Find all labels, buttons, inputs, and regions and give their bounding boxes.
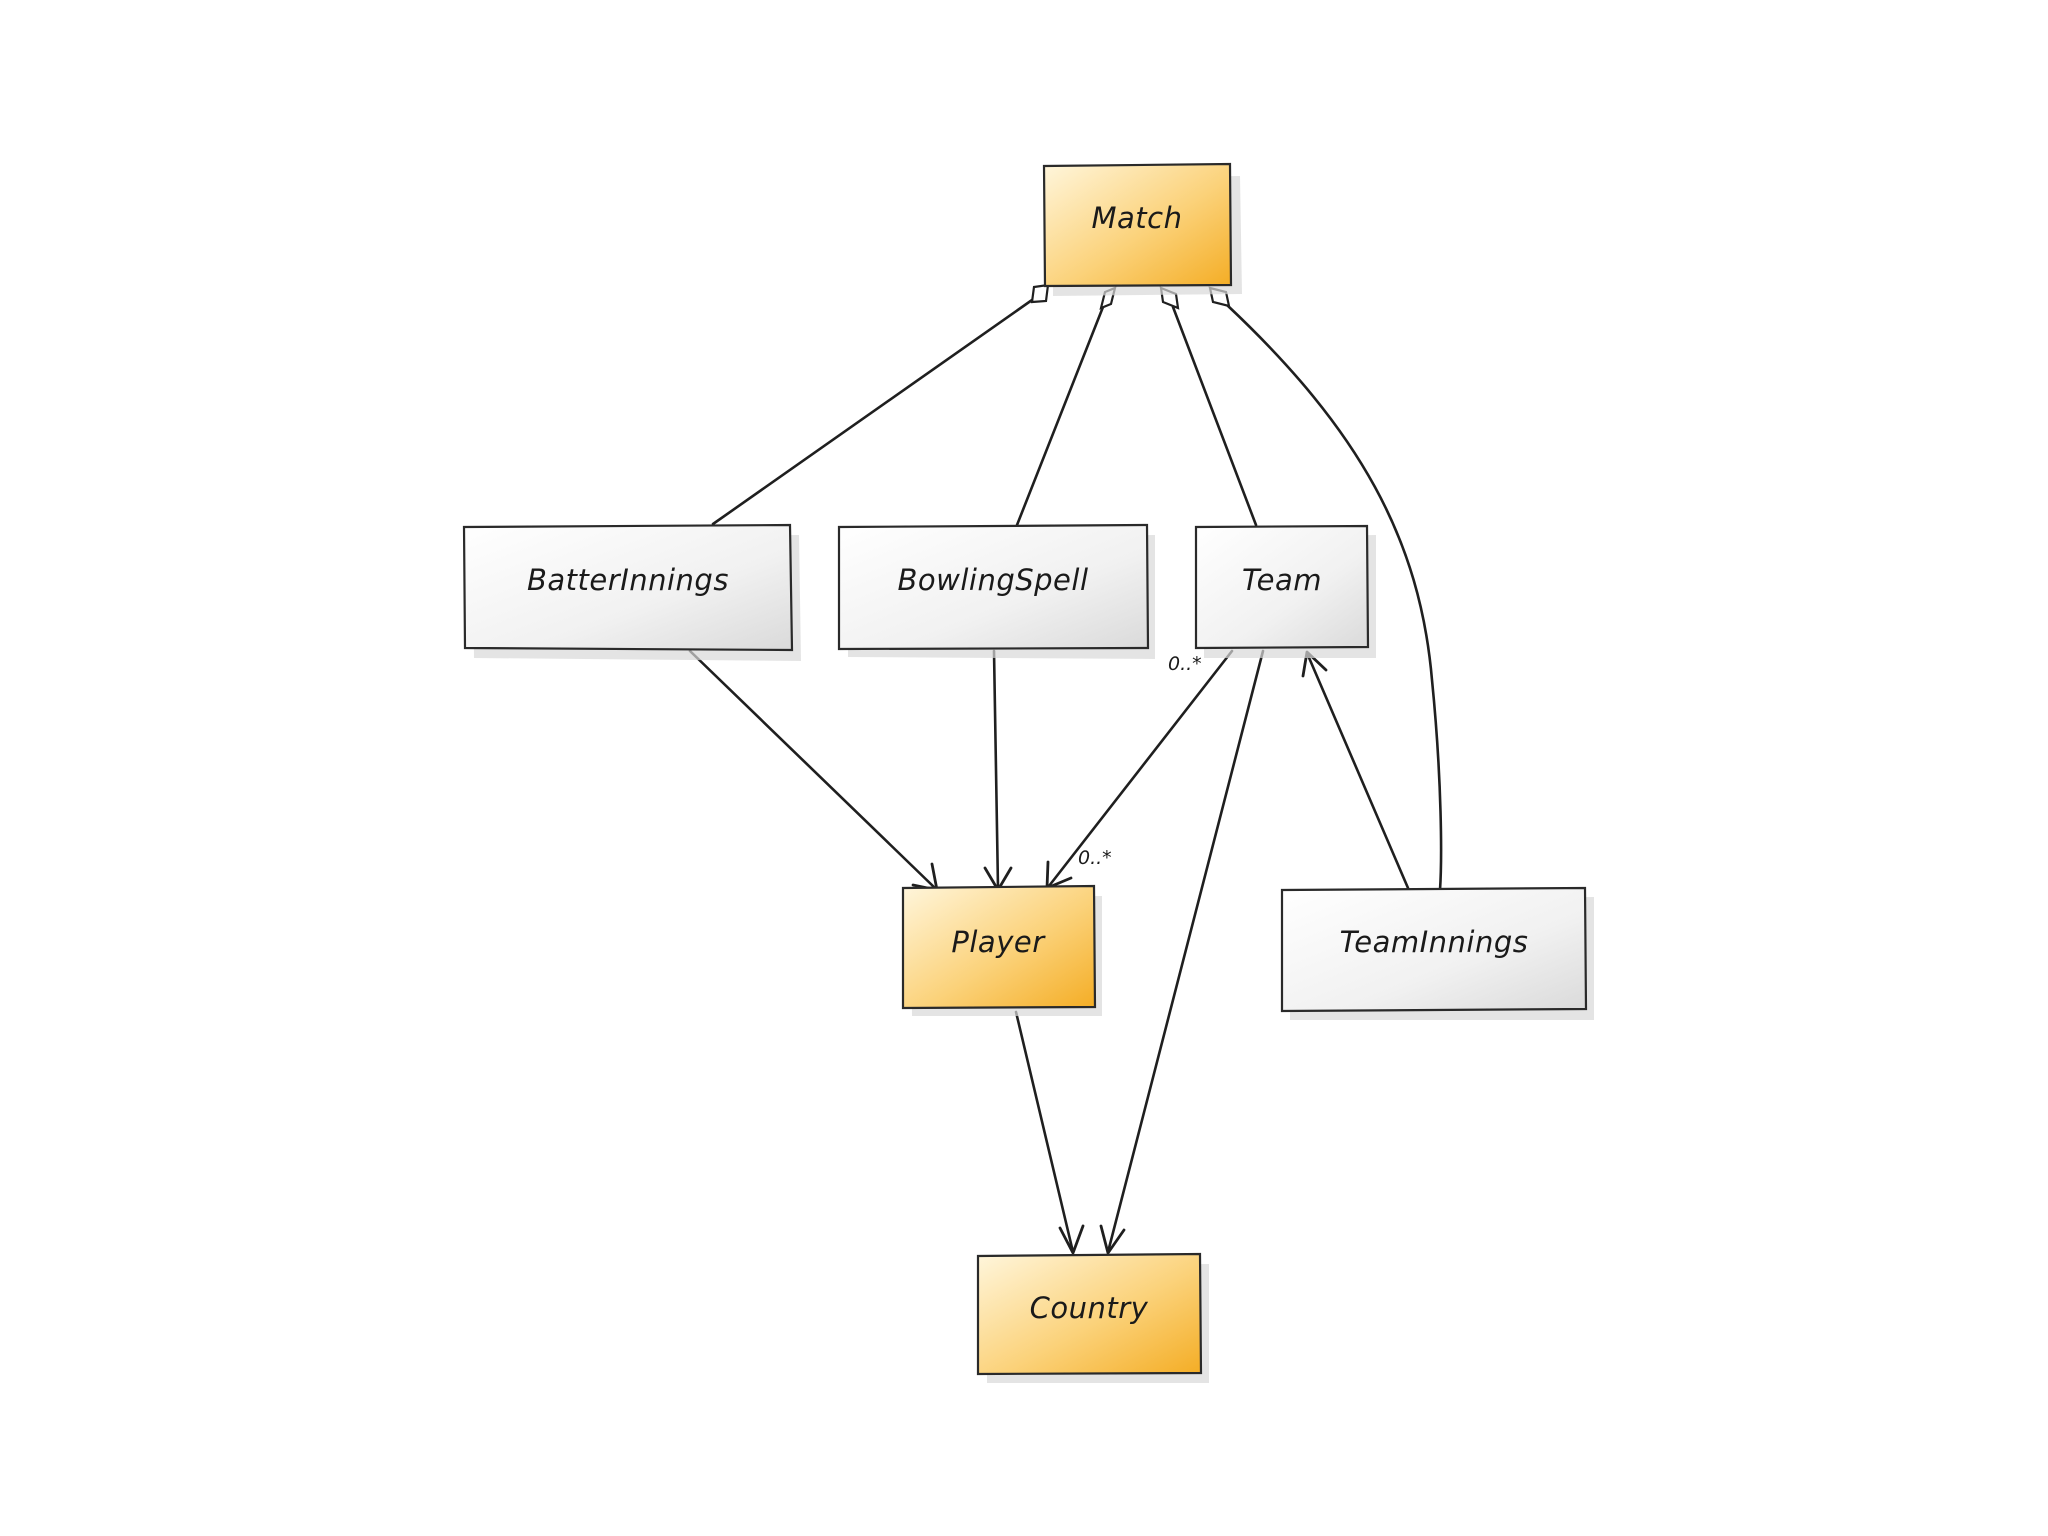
edge-match-teaminnings — [1225, 303, 1443, 892]
arrowhead-icon — [1099, 1224, 1126, 1255]
edge-bowlingspell-player — [992, 649, 1000, 890]
aggregation-diamond-icon — [1030, 283, 1050, 304]
class-player[interactable]: Player — [901, 884, 1102, 1016]
edge-batterinnings-player — [688, 649, 937, 890]
edge-team-country — [1106, 649, 1265, 1254]
multiplicity-label-player: 0..* — [1078, 847, 1112, 869]
class-country[interactable]: Country — [976, 1252, 1209, 1383]
edge-teaminnings-team — [1305, 651, 1410, 890]
class-match-label: Match — [1092, 201, 1183, 235]
edges — [688, 298, 1443, 1254]
class-player-label: Player — [951, 925, 1046, 959]
class-teaminnings-label: TeamInnings — [1340, 925, 1529, 959]
multiplicity-label-team: 0..* — [1168, 653, 1202, 675]
class-team-label: Team — [1242, 563, 1322, 597]
edge-match-bowlingspell — [1015, 305, 1105, 527]
class-batterinnings-label: BatterInnings — [527, 563, 729, 597]
class-teaminnings[interactable]: TeamInnings — [1280, 886, 1594, 1020]
class-match[interactable]: Match — [1042, 162, 1242, 296]
class-batterinnings[interactable]: BatterInnings — [462, 523, 801, 661]
edge-player-country — [1014, 1010, 1075, 1254]
class-bowlingspell-label: BowlingSpell — [897, 563, 1088, 597]
arrowhead-icon — [1058, 1224, 1085, 1255]
edge-team-player — [1047, 649, 1234, 888]
class-country-label: Country — [1030, 1291, 1149, 1325]
class-team[interactable]: Team — [1194, 524, 1376, 658]
edge-match-team — [1171, 305, 1258, 527]
edge-match-batterinnings — [711, 298, 1034, 526]
class-bowlingspell[interactable]: BowlingSpell — [837, 523, 1155, 659]
